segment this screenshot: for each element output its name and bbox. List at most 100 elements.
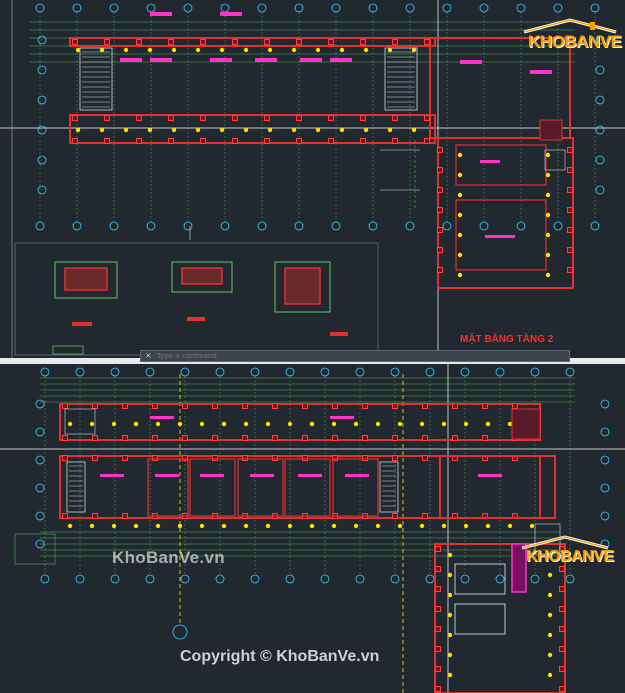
structural-column: [362, 455, 368, 461]
grid-axis-marker: [250, 367, 260, 377]
grid-axis-marker: [37, 35, 47, 45]
structural-column: [360, 115, 366, 121]
structural-column: [152, 435, 158, 441]
structural-column: [360, 138, 366, 144]
room-wall: [284, 458, 331, 517]
structural-column: [92, 435, 98, 441]
grid-axis-marker: [215, 367, 225, 377]
structural-column: [122, 435, 128, 441]
column-tag: [291, 127, 297, 133]
column-tag: [387, 47, 393, 53]
structural-column: [392, 435, 398, 441]
column-tag: [287, 523, 293, 529]
grid-axis-marker: [600, 399, 610, 409]
structural-column: [435, 646, 441, 652]
cad-viewport-top[interactable]: MẶT BẰNG TẦNG 2: [0, 0, 625, 358]
grid-axis-marker: [368, 221, 378, 231]
logo-mark-secondary: KHOBANVE: [520, 535, 614, 571]
column-tag: [507, 421, 513, 427]
room-wall: [454, 563, 506, 595]
corridor-wall-north: [69, 37, 436, 47]
room-wall: [455, 144, 547, 186]
column-tag: [219, 47, 225, 53]
grid-axis-marker: [320, 367, 330, 377]
grid-axis-marker: [495, 367, 505, 377]
column-tag: [547, 632, 553, 638]
column-tag: [309, 421, 315, 427]
structural-column: [332, 435, 338, 441]
structural-column: [435, 566, 441, 572]
grid-axis-marker: [145, 367, 155, 377]
structural-column: [296, 39, 302, 45]
structural-column: [392, 513, 398, 519]
grid-axis-marker: [479, 3, 489, 13]
column-tag: [315, 47, 321, 53]
command-line[interactable]: ×: [140, 350, 570, 362]
column-section: [181, 267, 223, 285]
structural-column: [512, 403, 518, 409]
column-tag: [243, 421, 249, 427]
room-label: [250, 474, 274, 477]
detail-frame: [14, 533, 56, 565]
room-label: [530, 70, 552, 74]
room-wall: [237, 458, 284, 517]
grid-axis-marker: [37, 125, 47, 135]
column-tag: [375, 421, 381, 427]
room-wall: [332, 458, 379, 517]
structural-column: [242, 455, 248, 461]
structural-column: [392, 138, 398, 144]
structural-column: [168, 138, 174, 144]
toilet-fixture: [64, 408, 96, 435]
corridor-wall-north: [59, 403, 541, 441]
room-wall: [147, 458, 189, 517]
structural-column: [567, 187, 573, 193]
column-tag: [457, 152, 463, 158]
column-tag: [75, 127, 81, 133]
structural-column: [452, 403, 458, 409]
column-tag: [363, 127, 369, 133]
grid-axis-marker: [35, 399, 45, 409]
grid-axis-marker: [220, 221, 230, 231]
close-icon[interactable]: ×: [145, 351, 152, 360]
toilet-fixture: [544, 149, 566, 171]
structural-column: [168, 39, 174, 45]
column-tag: [457, 192, 463, 198]
structural-column: [422, 513, 428, 519]
column-tag: [363, 47, 369, 53]
structural-column: [62, 435, 68, 441]
structural-column: [567, 227, 573, 233]
column-tag: [219, 127, 225, 133]
grid-axis-marker: [40, 367, 50, 377]
column-tag: [529, 523, 535, 529]
grid-axis-marker: [331, 3, 341, 13]
structural-column: [272, 455, 278, 461]
structural-column: [392, 39, 398, 45]
grid-axis-marker: [35, 483, 45, 493]
column-tag: [171, 127, 177, 133]
grid-axis-marker: [600, 483, 610, 493]
column-tag: [463, 523, 469, 529]
structural-column: [182, 403, 188, 409]
column-tag: [89, 523, 95, 529]
watermark-copyright: Copyright © KhoBanVe.vn: [180, 648, 380, 665]
column-tag: [545, 152, 551, 158]
structural-column: [567, 147, 573, 153]
room-label: [120, 58, 142, 62]
structural-column: [559, 586, 565, 592]
command-input[interactable]: [157, 352, 537, 360]
room-wall: [189, 458, 236, 517]
structural-column: [422, 403, 428, 409]
structural-column: [435, 626, 441, 632]
grid-axis-marker: [215, 574, 225, 584]
column-tag: [545, 232, 551, 238]
grid-axis-marker: [145, 574, 155, 584]
cad-viewport-bottom[interactable]: [0, 364, 625, 693]
structural-column: [296, 138, 302, 144]
grid-axis-marker: [220, 3, 230, 13]
structural-column: [212, 435, 218, 441]
grid-axis-marker: [37, 65, 47, 75]
column-tag: [123, 47, 129, 53]
toilet-wall: [539, 119, 563, 141]
column-tag: [221, 523, 227, 529]
column-tag: [485, 421, 491, 427]
